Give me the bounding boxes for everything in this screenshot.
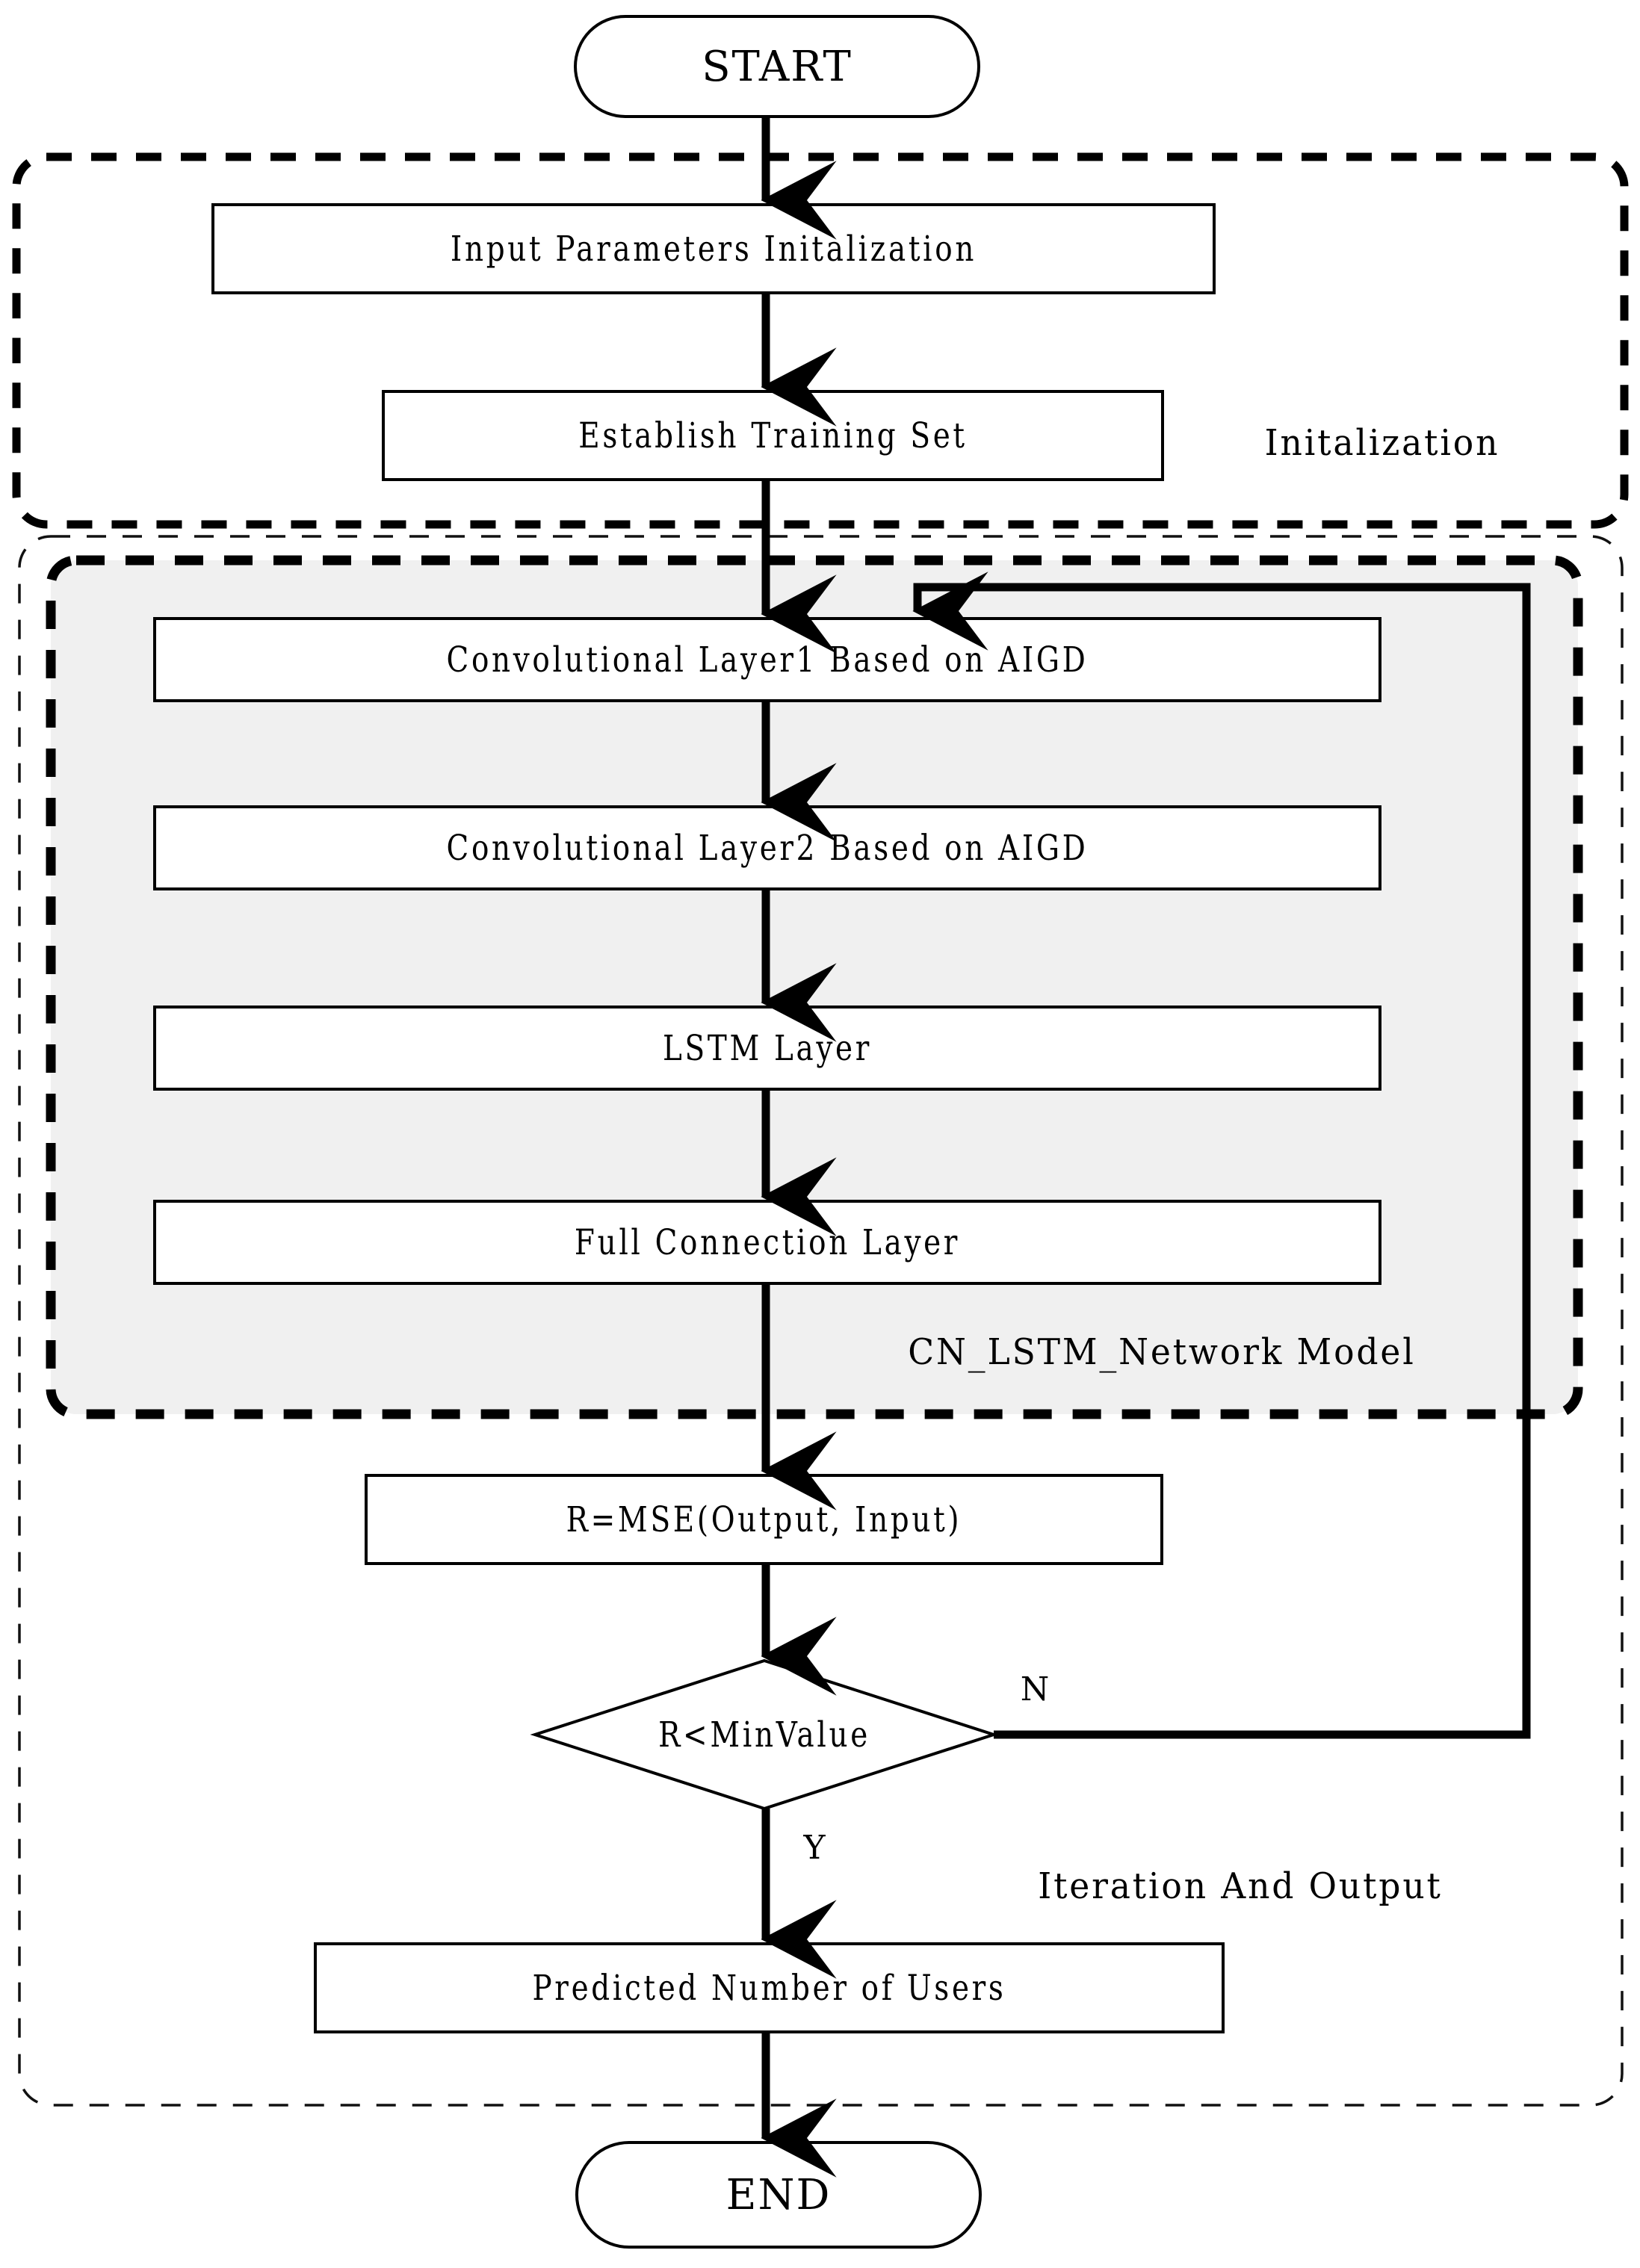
process-fc[interactable] [155,1201,1380,1283]
process-training-set[interactable] [383,391,1163,480]
process-conv1[interactable] [155,619,1380,701]
process-input-params[interactable] [213,205,1214,293]
process-predicted[interactable] [315,1944,1223,2032]
terminal-end[interactable] [577,2142,980,2247]
decision-node[interactable] [535,1661,994,1809]
edge-decision-no-feedback [912,571,1531,1739]
terminal-start[interactable] [575,16,979,117]
process-mse[interactable] [366,1475,1162,1564]
terminal-start-shape [574,15,980,118]
group-initialization-border [12,152,1629,529]
process-lstm[interactable] [155,1007,1380,1089]
process-conv2[interactable] [155,807,1380,889]
process-input-params-shape [211,203,1216,294]
